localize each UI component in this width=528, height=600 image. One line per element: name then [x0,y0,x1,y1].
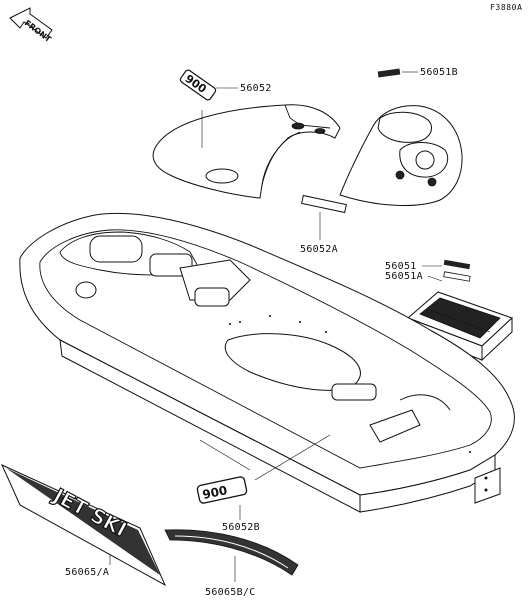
label-56052b: 56052B [222,522,260,533]
decal-56051a [443,271,471,282]
figure-code: F3880A [490,3,523,12]
decal-56065bc [164,529,299,576]
decal-56052: 900 [179,69,217,101]
decal-56051 [443,259,471,270]
label-56051: 56051 [385,261,417,272]
decal-56052b: 900 [196,476,248,504]
label-56052a: 56052A [300,244,338,255]
leader-56052b-hull [254,434,331,481]
label-56052: 56052 [240,83,272,94]
leader-56065a-hull [199,439,251,471]
label-56051a: 56051A [385,271,423,282]
steering-cover-part [339,105,463,206]
hull-part [19,212,515,513]
seat-part [152,104,341,199]
label-56051b: 56051B [420,67,458,78]
label-56065a: 56065/A [65,567,109,578]
leader-56051a [427,275,443,282]
decal-56052b-text: 900 [201,483,228,502]
decal-56051b [377,68,401,78]
decal-56065a: JET SKI [0,463,167,587]
front-arrow-icon: FRONT [9,7,53,44]
label-56065bc: 56065B/C [205,587,256,598]
decal-56052a [301,194,347,214]
